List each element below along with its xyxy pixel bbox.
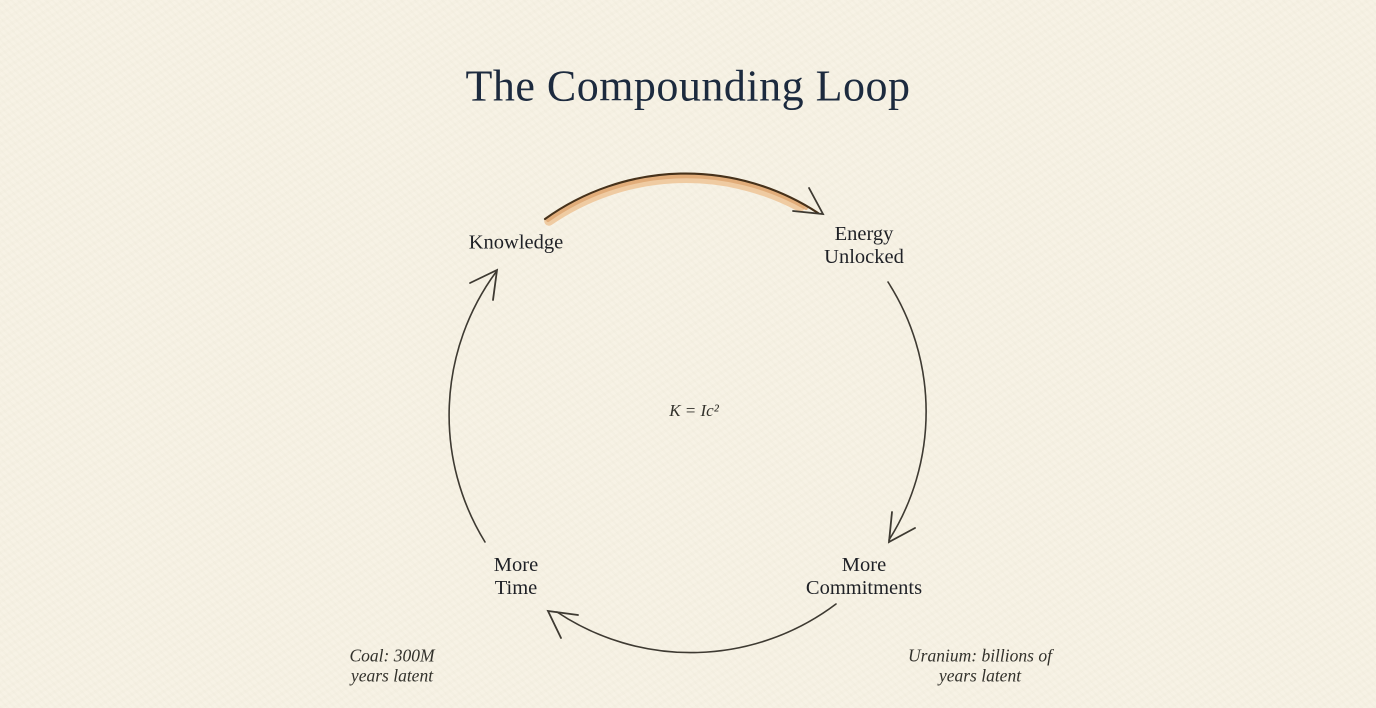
arrowhead-icon xyxy=(469,268,499,301)
node-more-commitments: More Commitments xyxy=(806,554,922,600)
highlight-core-stroke xyxy=(543,172,820,221)
node-time-line1: More xyxy=(493,554,539,576)
node-commitments-line2: Commitments xyxy=(805,577,923,599)
center-formula: K = Ic² xyxy=(669,401,719,420)
coal-annotation-line1: Coal: 300M xyxy=(349,645,435,666)
uranium-annotation-line1: Uranium: billions of xyxy=(908,645,1052,666)
uranium-annotation-line2: years latent xyxy=(938,665,1022,685)
arrowhead-icon xyxy=(546,609,579,639)
highlight-mid-stroke xyxy=(546,174,808,222)
uranium-annotation: Uranium: billions of years latent xyxy=(908,645,1052,686)
coal-annotation: Coal: 300M years latent xyxy=(349,645,435,686)
arrow-commitments-to-time xyxy=(546,603,837,654)
arrow-energy-to-commitments xyxy=(887,281,927,544)
arrow-time-to-knowledge xyxy=(448,268,499,543)
node-time-line2: Time xyxy=(494,577,538,599)
arrowhead-icon xyxy=(887,511,916,544)
node-knowledge: Knowledge xyxy=(469,232,564,255)
node-energy-line2: Unlocked xyxy=(824,246,904,268)
coal-annotation-line2: years latent xyxy=(350,665,434,685)
node-energy-line1: Energy xyxy=(834,223,894,245)
node-knowledge-label: Knowledge xyxy=(468,231,564,254)
arrowhead-icon xyxy=(792,187,825,216)
arrow-knowledge-to-energy xyxy=(543,172,825,226)
node-energy-unlocked: Energy Unlocked xyxy=(824,223,904,269)
node-commitments-line1: More xyxy=(841,554,887,576)
node-more-time: More Time xyxy=(494,554,538,600)
diagram-title: The Compounding Loop xyxy=(465,61,911,111)
